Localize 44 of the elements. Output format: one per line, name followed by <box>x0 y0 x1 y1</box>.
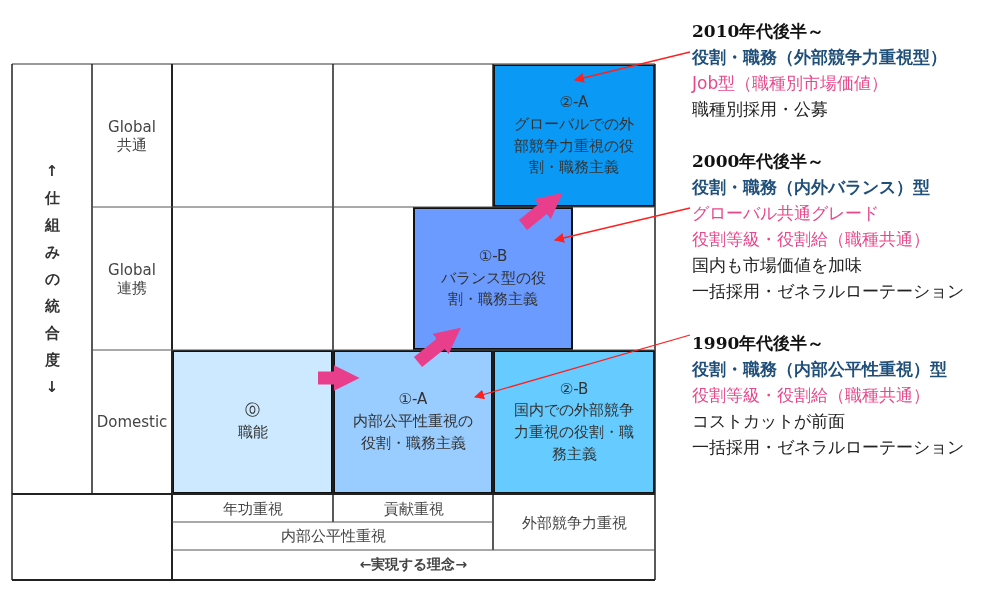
category-text: 職能 <box>237 422 268 443</box>
feature-text: 役割等級・役割給（職種共通） <box>692 228 930 251</box>
leader-arrow <box>554 207 691 243</box>
column-header: 年功重視 <box>223 499 283 519</box>
category-number: ①-A <box>398 389 428 411</box>
category-box <box>413 207 573 350</box>
row-header: Global 共通 <box>107 117 157 155</box>
category-text: 内部公平性重視の役割・職務主義 <box>352 411 474 454</box>
category-number: ⓪ <box>245 400 260 422</box>
block-arrow <box>413 327 461 368</box>
row-header: Domestic <box>96 413 168 431</box>
column-header: 外部競争力重視 <box>521 513 627 533</box>
leader-arrow <box>474 334 691 400</box>
type-heading: 役割・職務（外部競争力重視型） <box>692 46 947 69</box>
feature-text: コストカットが前面 <box>692 410 845 433</box>
category-number: ①-B <box>478 245 508 267</box>
type-heading: 役割・職務（内外バランス）型 <box>692 176 930 199</box>
category-text: グローバルでの外部競争力重視の役割・職務主義 <box>513 113 635 179</box>
block-arrow <box>318 365 360 391</box>
period-heading: 2000年代後半～ <box>692 150 825 173</box>
category-box <box>493 350 655 494</box>
feature-text: Job型（職種別市場価値） <box>692 72 889 95</box>
period-heading: 1990年代後半～ <box>692 332 825 355</box>
axis-label: ←実現する理念→ <box>359 556 468 574</box>
leader-arrow <box>574 51 691 83</box>
row-header: Global 連携 <box>107 260 157 298</box>
block-arrow <box>518 192 563 231</box>
category-box <box>333 350 493 494</box>
category-box <box>172 350 333 494</box>
feature-text: 役割等級・役割給（職種共通） <box>692 384 930 407</box>
feature-text: グローバル共通グレード <box>692 202 879 225</box>
feature-text: 職種別採用・公募 <box>692 98 828 121</box>
category-number: ②-A <box>559 92 589 113</box>
note-text: 一括採用・ゼネラルローテーション <box>692 280 964 303</box>
note-text: 国内も市場価値を加味 <box>692 254 862 277</box>
type-heading: 役割・職務（内部公平性重視）型 <box>692 358 947 381</box>
category-box <box>493 64 655 207</box>
category-text: バランス型の役割・職務主義 <box>439 267 547 311</box>
category-number: ②-B <box>559 378 589 400</box>
period-heading: 2010年代後半～ <box>692 20 825 43</box>
note-text: 一括採用・ゼネラルローテーション <box>692 436 964 459</box>
axis-label: ↑仕組みの統合度↓ <box>43 160 61 398</box>
category-text: 国内での外部競争力重視の役割・職務主義 <box>513 400 635 465</box>
column-header: 内部公平性重視 <box>280 527 386 546</box>
